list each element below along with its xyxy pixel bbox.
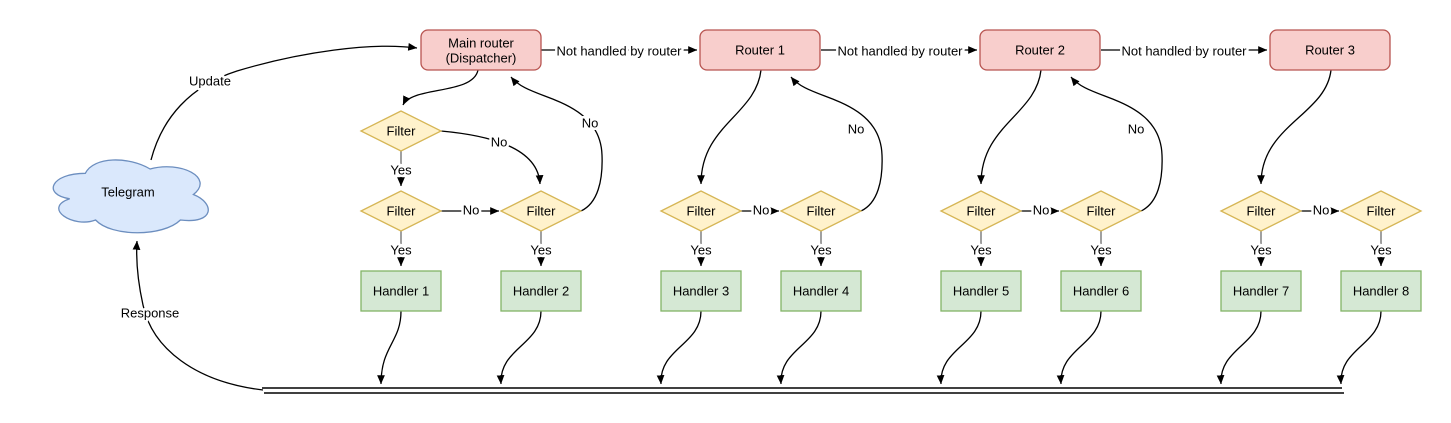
handler-8-node — [1340, 270, 1422, 312]
filter-diamond-main-top — [359, 110, 443, 152]
handler-7-label: Handler 7 — [1233, 284, 1289, 299]
yes-label: Yes — [1250, 243, 1272, 258]
main-router-to-filter-edge — [402, 69, 479, 106]
main-router-node — [420, 29, 542, 71]
yes-label: Yes — [1090, 243, 1112, 258]
router-2-label: Router 2 — [1015, 43, 1065, 58]
handler-3-label: Handler 3 — [673, 284, 729, 299]
handler-6-label: Handler 6 — [1073, 284, 1129, 299]
filter-label: Filter — [687, 204, 717, 219]
yes-label: Yes — [390, 243, 412, 258]
handler-4-node — [780, 270, 862, 312]
router3-to-filter-edge — [1257, 69, 1332, 185]
handler-2-label: Handler 2 — [513, 284, 569, 299]
router-3-label: Router 3 — [1305, 43, 1355, 58]
router-2-node — [979, 29, 1101, 71]
update-edge — [150, 42, 418, 161]
handler1-to-bus-edge — [377, 310, 402, 385]
handler-3-node — [660, 270, 742, 312]
filter-diamond-r2-left — [939, 190, 1023, 232]
main-router-label-line2: (Dispatcher) — [446, 51, 517, 66]
filter-label: Filter — [1087, 204, 1117, 219]
filter-diamond-main-right — [499, 190, 583, 232]
handler-2-node — [500, 270, 582, 312]
handler-8-label: Handler 8 — [1353, 284, 1409, 299]
response-edge-label: Response — [121, 306, 180, 321]
router-3-node — [1269, 29, 1391, 71]
filter-label: Filter — [967, 204, 997, 219]
filter-diamond-r1-right — [779, 190, 863, 232]
handler8-to-bus-edge — [1336, 310, 1382, 385]
handler2-to-bus-edge — [496, 310, 542, 385]
no-label: No — [582, 116, 599, 131]
labels: Telegram Main router (Dispatcher) Router… — [101, 36, 1409, 324]
handler-6-node — [1060, 270, 1142, 312]
filter-diamond-r3-left — [1219, 190, 1303, 232]
not-handled-label-3: Not handled by router — [1121, 44, 1247, 59]
main-top-filter-no-edge — [440, 130, 544, 185]
filter-diamond-r3-right — [1339, 190, 1423, 232]
router-1-label: Router 1 — [735, 43, 785, 58]
router2-to-filter-edge — [977, 69, 1042, 185]
filter-label: Filter — [807, 204, 837, 219]
response-edge — [132, 240, 264, 391]
handler6-to-bus-edge — [1056, 310, 1102, 385]
not-handled-label-1: Not handled by router — [556, 44, 682, 59]
yes-label: Yes — [390, 163, 412, 178]
filter-label: Filter — [387, 204, 417, 219]
handler7-to-bus-edge — [1216, 310, 1262, 385]
yes-label: Yes — [970, 243, 992, 258]
router-1-node — [699, 29, 821, 71]
filter-label: Filter — [1247, 204, 1277, 219]
telegram-label: Telegram — [101, 185, 154, 200]
edges — [132, 42, 1385, 394]
no-label: No — [1033, 203, 1050, 218]
no-label: No — [1128, 122, 1145, 137]
handler3-to-bus-edge — [656, 310, 702, 385]
handler-5-node — [940, 270, 1022, 312]
router1-to-filter-edge — [697, 69, 762, 185]
filter-diamond-main-left — [359, 190, 443, 232]
handler-4-label: Handler 4 — [793, 284, 849, 299]
handler-5-label: Handler 5 — [953, 284, 1009, 299]
handler5-to-bus-edge — [936, 310, 982, 385]
handler-7-node — [1220, 270, 1302, 312]
filter-label: Filter — [387, 124, 417, 139]
yes-label: Yes — [810, 243, 832, 258]
filter-label: Filter — [527, 204, 557, 219]
router2-filter-no-back-edge — [1070, 76, 1163, 212]
yes-label: Yes — [690, 243, 712, 258]
no-label: No — [753, 203, 770, 218]
update-edge-label: Update — [189, 74, 231, 89]
telegram-cloud — [52, 159, 209, 234]
no-label: No — [848, 122, 865, 137]
no-label: No — [1313, 203, 1330, 218]
no-label: No — [491, 135, 508, 150]
filter-diamond-r2-right — [1059, 190, 1143, 232]
yes-label: Yes — [1370, 243, 1392, 258]
handler4-to-bus-edge — [776, 310, 822, 385]
yes-label: Yes — [530, 243, 552, 258]
main-filter-no-back-edge — [510, 76, 603, 212]
handler-1-node — [360, 270, 442, 312]
router1-filter-no-back-edge — [790, 76, 883, 212]
not-handled-label-2: Not handled by router — [837, 44, 963, 59]
handler-1-label: Handler 1 — [373, 284, 429, 299]
nodes — [52, 29, 1423, 312]
no-label: No — [463, 203, 480, 218]
main-router-label-line1: Main router — [448, 36, 514, 51]
filter-diamond-r1-left — [659, 190, 743, 232]
filter-label: Filter — [1367, 204, 1397, 219]
